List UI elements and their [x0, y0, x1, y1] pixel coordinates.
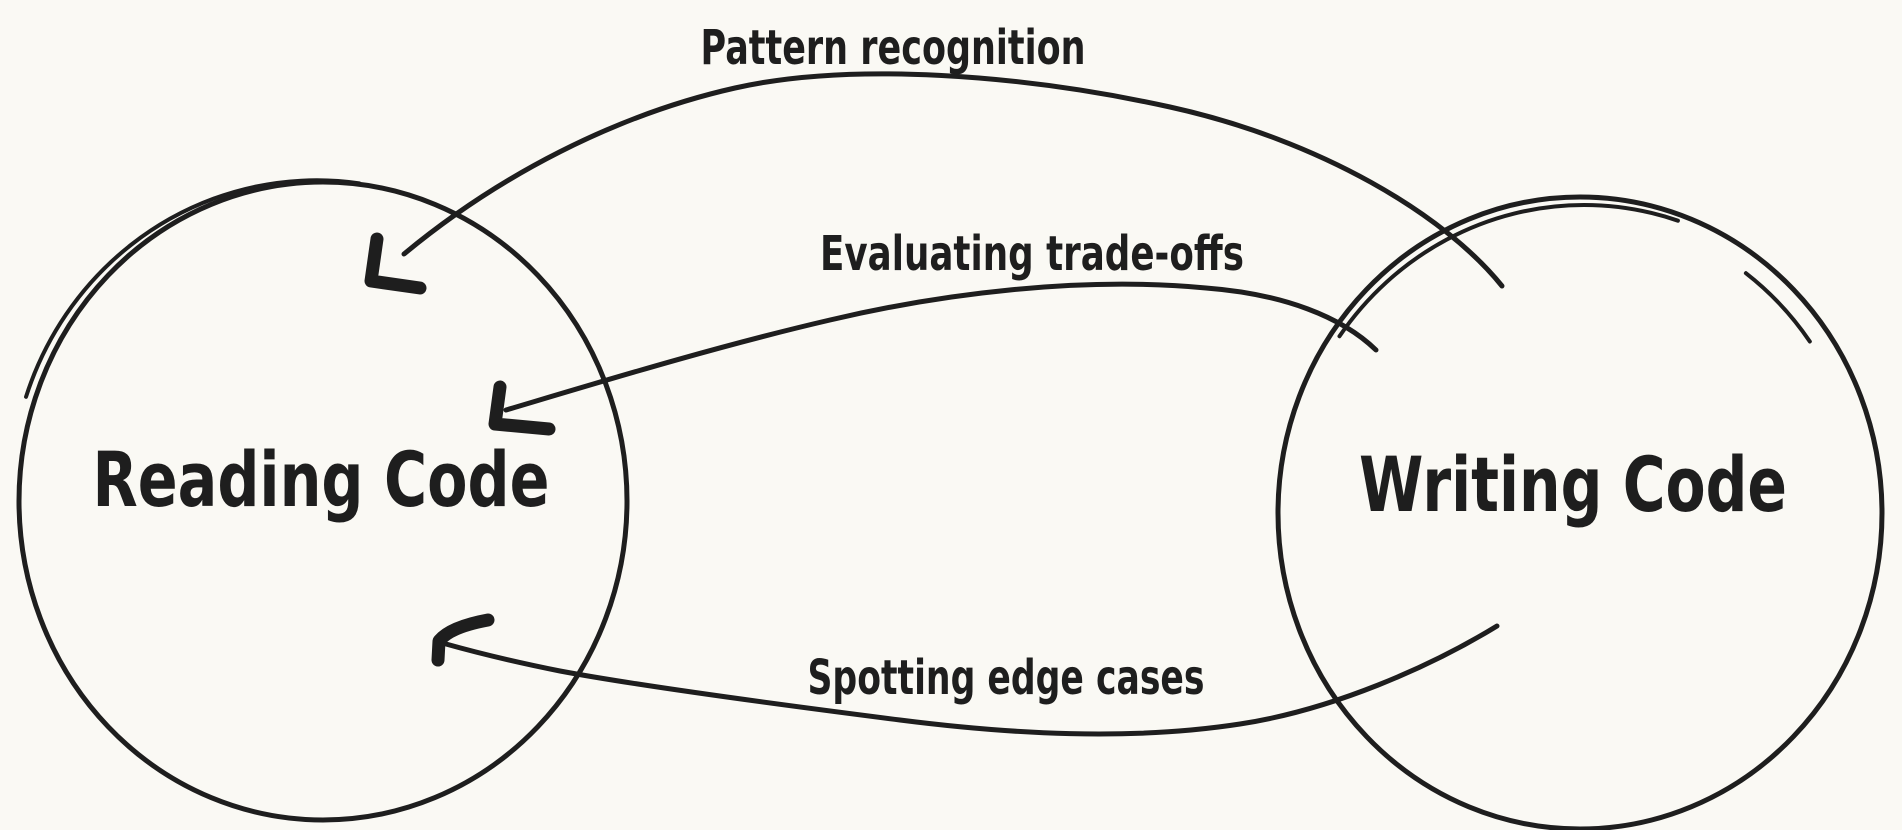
- connector-spotting-edge-cases-line: [443, 623, 1500, 737]
- reading-code-circle-overdraw: [8, 178, 627, 815]
- reading-code-label: Reading Code: [93, 435, 550, 524]
- writing-code-label: Writing Code: [1359, 440, 1787, 529]
- pattern-recognition-label: Pattern recognition: [701, 20, 1086, 76]
- evaluating-tradeoffs-label: Evaluating trade-offs: [820, 226, 1244, 282]
- writing-code-circle-overdraw: [1282, 203, 1886, 830]
- connector-evaluating-tradeoffs-line: [503, 281, 1379, 413]
- connector-evaluating-tradeoffs-arrowhead-icon: [488, 380, 556, 436]
- spotting-edge-cases-label: Spotting edge cases: [808, 650, 1205, 706]
- connector-pattern-recognition-line: [401, 71, 1505, 289]
- writing-code-circle: [1275, 194, 1885, 830]
- connector-pattern-recognition-arrowhead-icon: [364, 232, 427, 295]
- connector-spotting-edge-cases-arrowhead-icon: [431, 613, 495, 667]
